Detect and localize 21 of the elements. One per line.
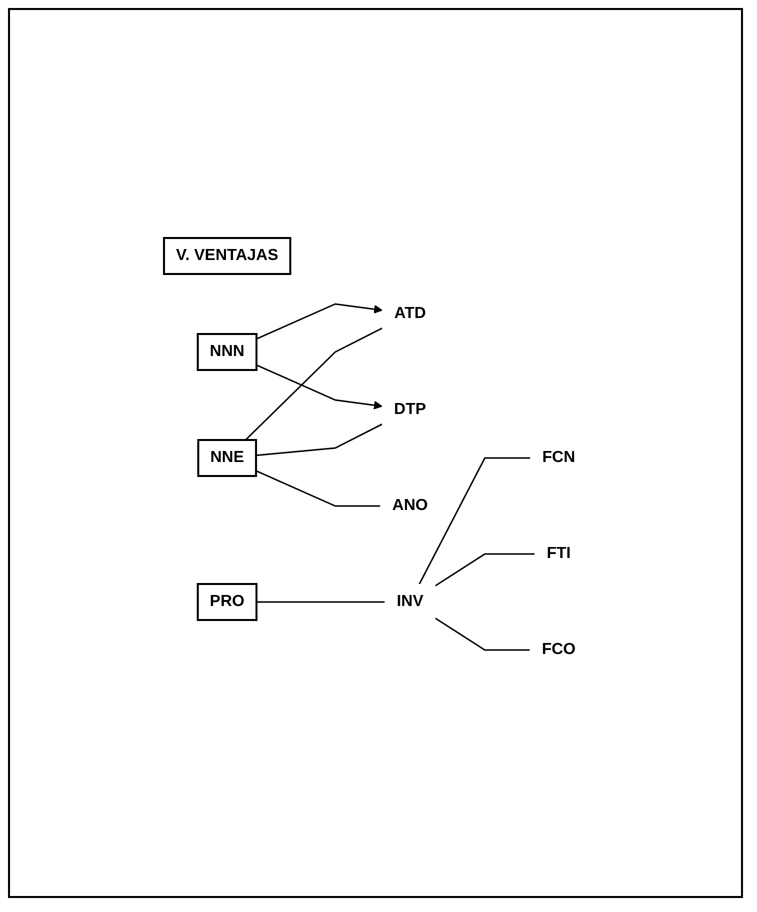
connector xyxy=(434,553,534,586)
page-frame: V. VENTAJAS NNE ATD DTP ANO NNN PRO INV FCN FTI FCO xyxy=(8,8,743,898)
node-box xyxy=(196,583,258,621)
connector xyxy=(434,618,530,651)
node-text: FCO xyxy=(542,641,576,658)
node-box xyxy=(196,333,258,371)
node-box xyxy=(196,439,257,477)
node-text: ATD xyxy=(394,305,426,322)
connector xyxy=(418,457,530,584)
connector xyxy=(244,327,382,441)
node-text: ANO xyxy=(392,497,428,514)
connector xyxy=(255,470,380,507)
arrow xyxy=(256,303,382,340)
connector xyxy=(256,601,384,603)
node-text: FCN xyxy=(542,449,575,466)
node-text: DTP xyxy=(394,401,426,418)
node-box xyxy=(162,237,291,275)
connector xyxy=(256,424,382,456)
node-text: INV xyxy=(396,593,424,610)
arrow xyxy=(256,364,382,410)
node-text: FTI xyxy=(546,545,570,562)
